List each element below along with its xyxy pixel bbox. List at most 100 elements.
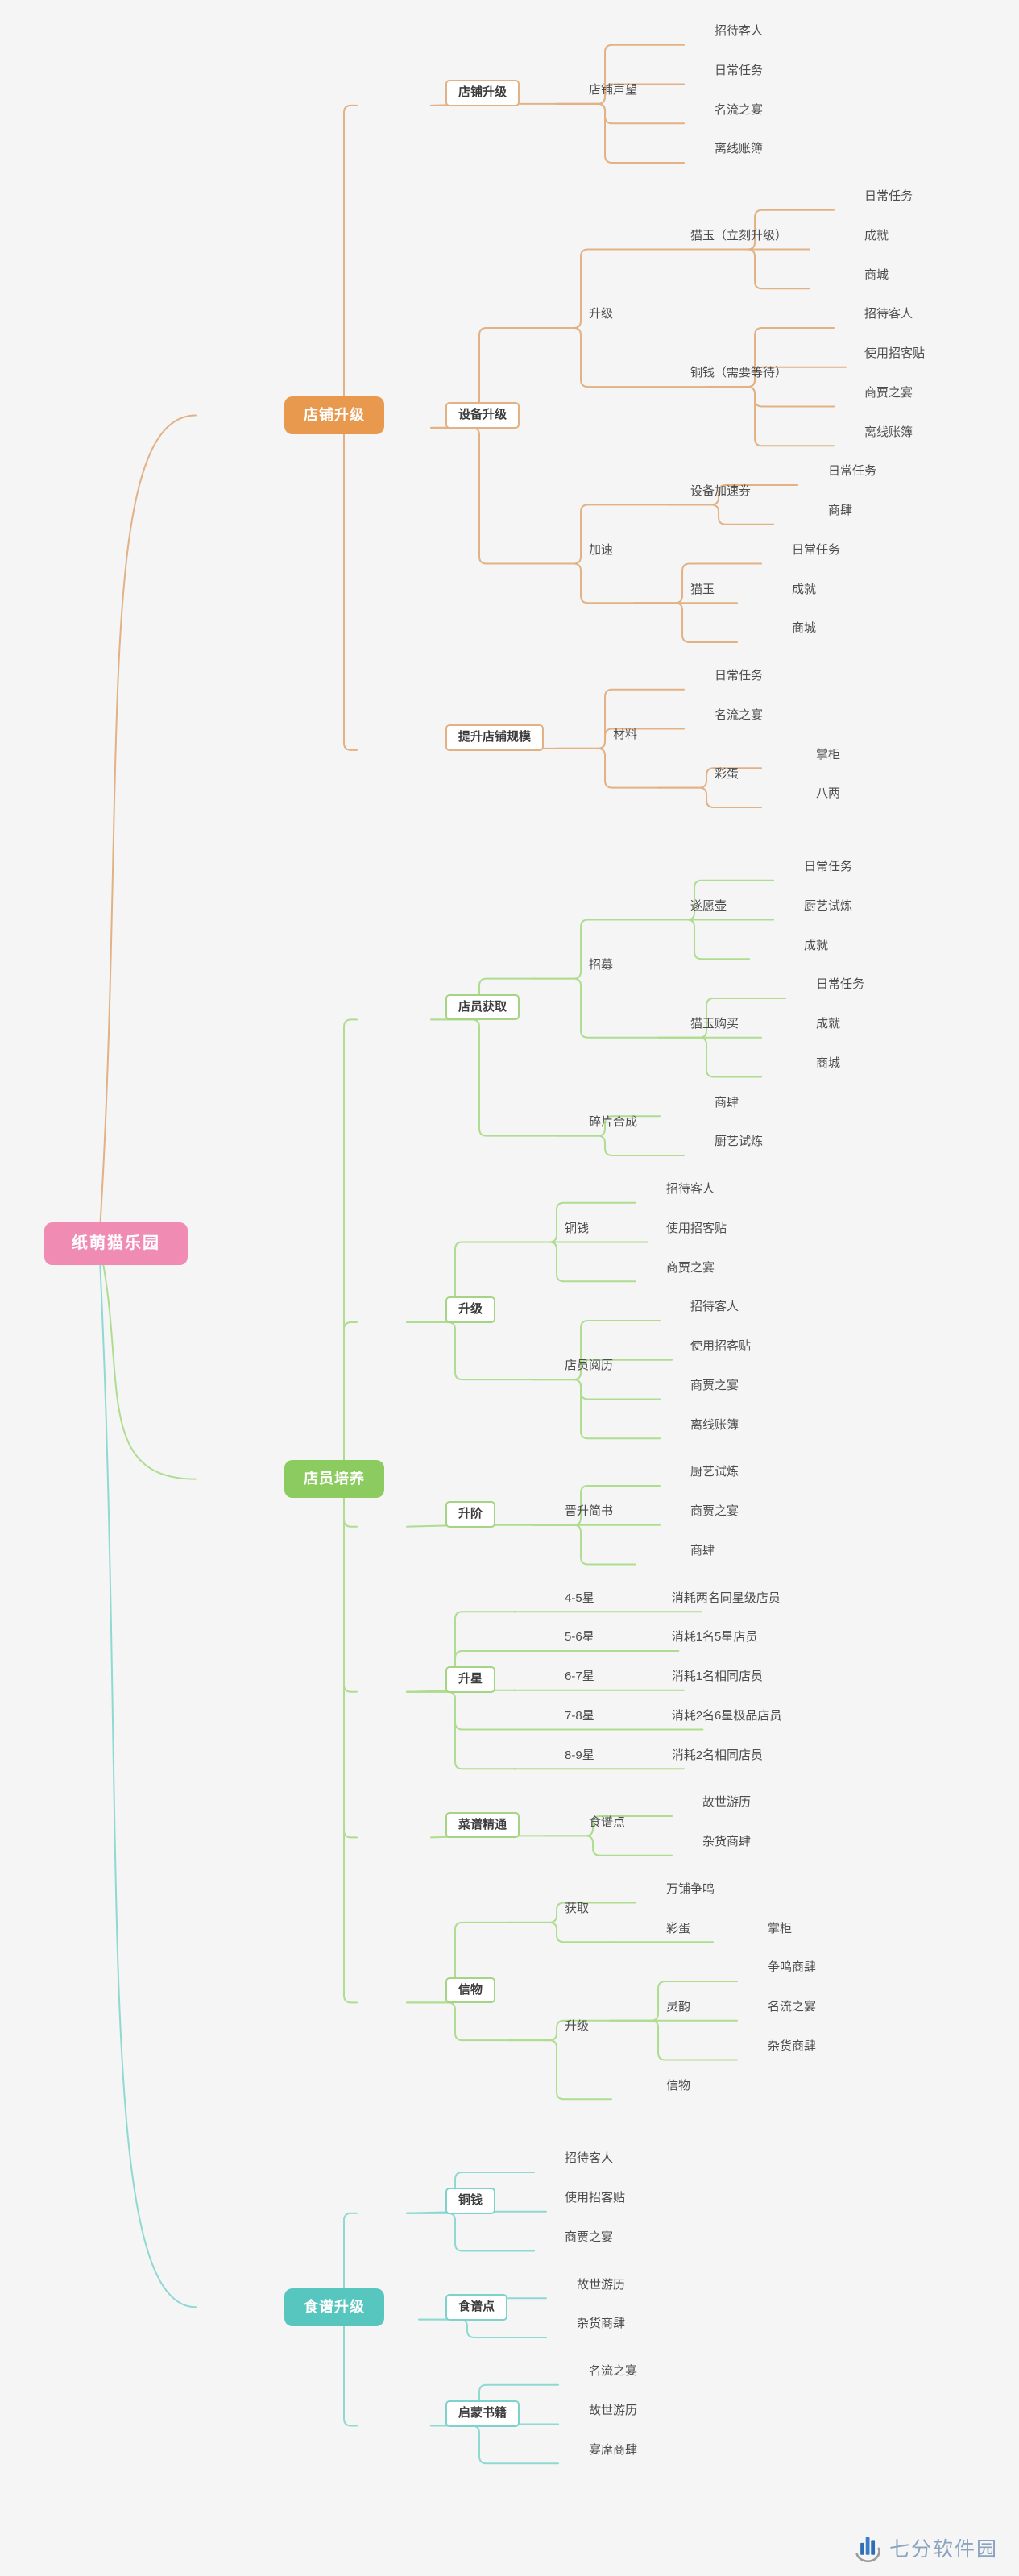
subtopic-label: 商贾之宴: [690, 1378, 739, 1392]
subtopic-label: 商城: [864, 268, 889, 282]
subtopic-label: 日常任务: [804, 860, 853, 873]
subtree: 材料日常任务名流之宴彩蛋掌柜八两: [605, 667, 848, 808]
subtree: 彩蛋掌柜八两: [706, 746, 848, 809]
subtree: 商肆: [682, 1542, 747, 1566]
subtree: 遂愿壶日常任务厨艺试炼成就: [682, 858, 872, 960]
subtree: 猫玉日常任务成就商城: [682, 541, 884, 643]
subtree: 彩蛋 掌柜: [658, 1920, 800, 1943]
subtree: 加速设备加速券日常任务商肆猫玉日常任务成就商城: [581, 463, 933, 643]
subtree: 获取万铺争鸣彩蛋掌柜: [557, 1881, 824, 1943]
subtopic-label: 商贾之宴: [666, 1260, 715, 1275]
subtree: 招待客人: [856, 305, 933, 329]
boxed-subtopic: 店铺升级: [445, 80, 520, 106]
subtopic-label: 加速: [589, 542, 614, 557]
boxed-subtopic: 升级: [445, 1296, 496, 1323]
subtree: 杂货商肆: [569, 2315, 633, 2338]
subtopic-label: 升级: [589, 307, 614, 321]
subtree: 消耗2名相同店员: [664, 1747, 771, 1770]
subtopic-label: 日常任务: [715, 63, 764, 77]
subtree: 信物获取万铺争鸣彩蛋掌柜升级灵韵争鸣商肆名流之宴杂货商肆信物: [445, 1881, 872, 2101]
branch-cluster: 店铺升级店铺升级店铺声望招待客人日常任务名流之宴离线账簿设备升级升级猫玉（立刻升…: [284, 23, 933, 808]
subtopic-label: 日常任务: [792, 542, 841, 557]
subtree: 8-9星消耗2名相同店员: [557, 1747, 789, 1770]
subtree: 消耗1名5星店员: [664, 1628, 766, 1652]
subtree: 提升店铺规模材料日常任务名流之宴彩蛋掌柜八两: [445, 667, 933, 808]
subtopic-label: 碎片合成: [589, 1114, 638, 1129]
subtree: 商贾之宴: [856, 384, 933, 408]
subtopic-label: 八两: [816, 786, 841, 801]
subtopic-label: 杂货商肆: [702, 1835, 752, 1848]
subtopic-label: 消耗两名同星级店员: [671, 1591, 781, 1605]
subtree: 设备加速券日常任务商肆: [682, 463, 884, 525]
subtopic-label: 离线账簿: [715, 142, 764, 156]
subtree: 离线账簿: [706, 140, 771, 164]
subtopic-label: 商贾之宴: [690, 1504, 739, 1518]
subtree: 掌柜: [808, 746, 848, 769]
subtree: 商城: [808, 1055, 872, 1078]
watermark-text: 七分软件园: [889, 2538, 998, 2561]
subtree: 消耗1名相同店员: [664, 1668, 771, 1691]
subtopic-label: 名流之宴: [715, 102, 764, 117]
subtree: 猫玉购买日常任务成就商城: [682, 976, 872, 1077]
subtree: 名流之宴: [706, 707, 848, 730]
subtree: 晋升简书厨艺试炼商贾之宴商肆: [557, 1463, 747, 1565]
subtree: 厨艺试炼: [706, 1133, 771, 1156]
subtree: 食谱点故世游历杂货商肆: [445, 2276, 645, 2339]
subtree: 商城: [856, 267, 921, 290]
subtree: 消耗2名6星极品店员: [664, 1707, 790, 1731]
subtree: 日常任务: [706, 667, 848, 691]
subtree: 宴席商肆: [581, 2441, 645, 2465]
subtopic-label: 故世游历: [702, 1795, 752, 1810]
subtopic-label: 信物: [666, 2078, 691, 2093]
subtree: 升阶晋升简书厨艺试炼商贾之宴商肆: [445, 1463, 872, 1565]
subtree: 消耗两名同星级店员: [664, 1590, 789, 1613]
subtopic-label: 日常任务: [816, 977, 865, 992]
boxed-subtopic: 食谱点: [445, 2293, 508, 2321]
subtopic-label: 材料: [613, 728, 638, 742]
subtree: 招待客人: [658, 1180, 735, 1204]
subtree: 铜钱 招待客人使用招客贴商贾之宴: [557, 1180, 759, 1282]
subtree: 商城: [784, 620, 848, 643]
subtree: 升级铜钱招待客人使用招客贴商贾之宴店员阅历招待客人使用招客贴商贾之宴离线账簿: [445, 1180, 872, 1439]
subtopic-label: 铜钱: [565, 1221, 590, 1235]
subtree: 6-7星消耗1名相同店员: [557, 1668, 789, 1691]
subtree: 4-5星消耗两名同星级店员: [557, 1590, 789, 1613]
subtopic-label: 宴席商肆: [589, 2442, 638, 2457]
subtree: 使用招客贴: [658, 1220, 735, 1243]
subtree: 店铺升级店铺声望招待客人日常任务名流之宴离线账簿: [445, 23, 933, 164]
subtree: 日常任务: [796, 858, 860, 881]
subtree: 日常任务: [808, 976, 872, 999]
subtree: 信物: [658, 2077, 824, 2101]
subtree: 成就: [856, 227, 921, 251]
subtopic-label: 成就: [864, 228, 889, 243]
subtopic-label: 万铺争鸣: [666, 1881, 715, 1896]
subtopic-label: 彩蛋: [666, 1921, 691, 1935]
subtree: 招待客人: [557, 2150, 633, 2173]
subtree: 名流之宴: [706, 102, 771, 125]
boxed-subtopic: 提升店铺规模: [445, 724, 545, 751]
subtree: 杂货商肆: [760, 2038, 824, 2061]
boxed-subtopic: 设备升级: [445, 402, 520, 429]
subtopic-label: 掌柜: [768, 1921, 793, 1935]
subtree: 商贾之宴: [658, 1259, 735, 1283]
subtopic-label: 争鸣商肆: [768, 1960, 817, 1975]
subtree: 商贾之宴: [557, 2229, 633, 2252]
main-topic: 店员培养: [284, 1460, 384, 1498]
subtree: 名流之宴: [760, 1998, 824, 2022]
subtree: 离线账簿: [856, 424, 933, 447]
subtopic-label: 离线账簿: [690, 1417, 739, 1432]
subtree: 商贾之宴: [682, 1503, 747, 1526]
subtopic-label: 名流之宴: [715, 707, 764, 722]
central-topic: 纸萌猫乐园: [44, 1222, 188, 1265]
subtree: 设备升级升级猫玉（立刻升级）日常任务成就商城铜钱（需要等待）招待客人使用招客贴商…: [445, 188, 933, 643]
subtopic-label: 5-6星: [565, 1630, 594, 1645]
boxed-subtopic: 铜钱: [445, 2188, 496, 2214]
subtopic-label: 成就: [792, 582, 817, 596]
subtopic-label: 升级: [565, 2019, 590, 2034]
subtree: 万铺争鸣: [658, 1881, 800, 1904]
subtopic-label: 招待客人: [715, 24, 764, 38]
boxed-subtopic: 升阶: [445, 1501, 496, 1528]
subtree: 成就: [784, 581, 848, 604]
subtree: 碎片合成商肆厨艺试炼: [581, 1094, 872, 1157]
